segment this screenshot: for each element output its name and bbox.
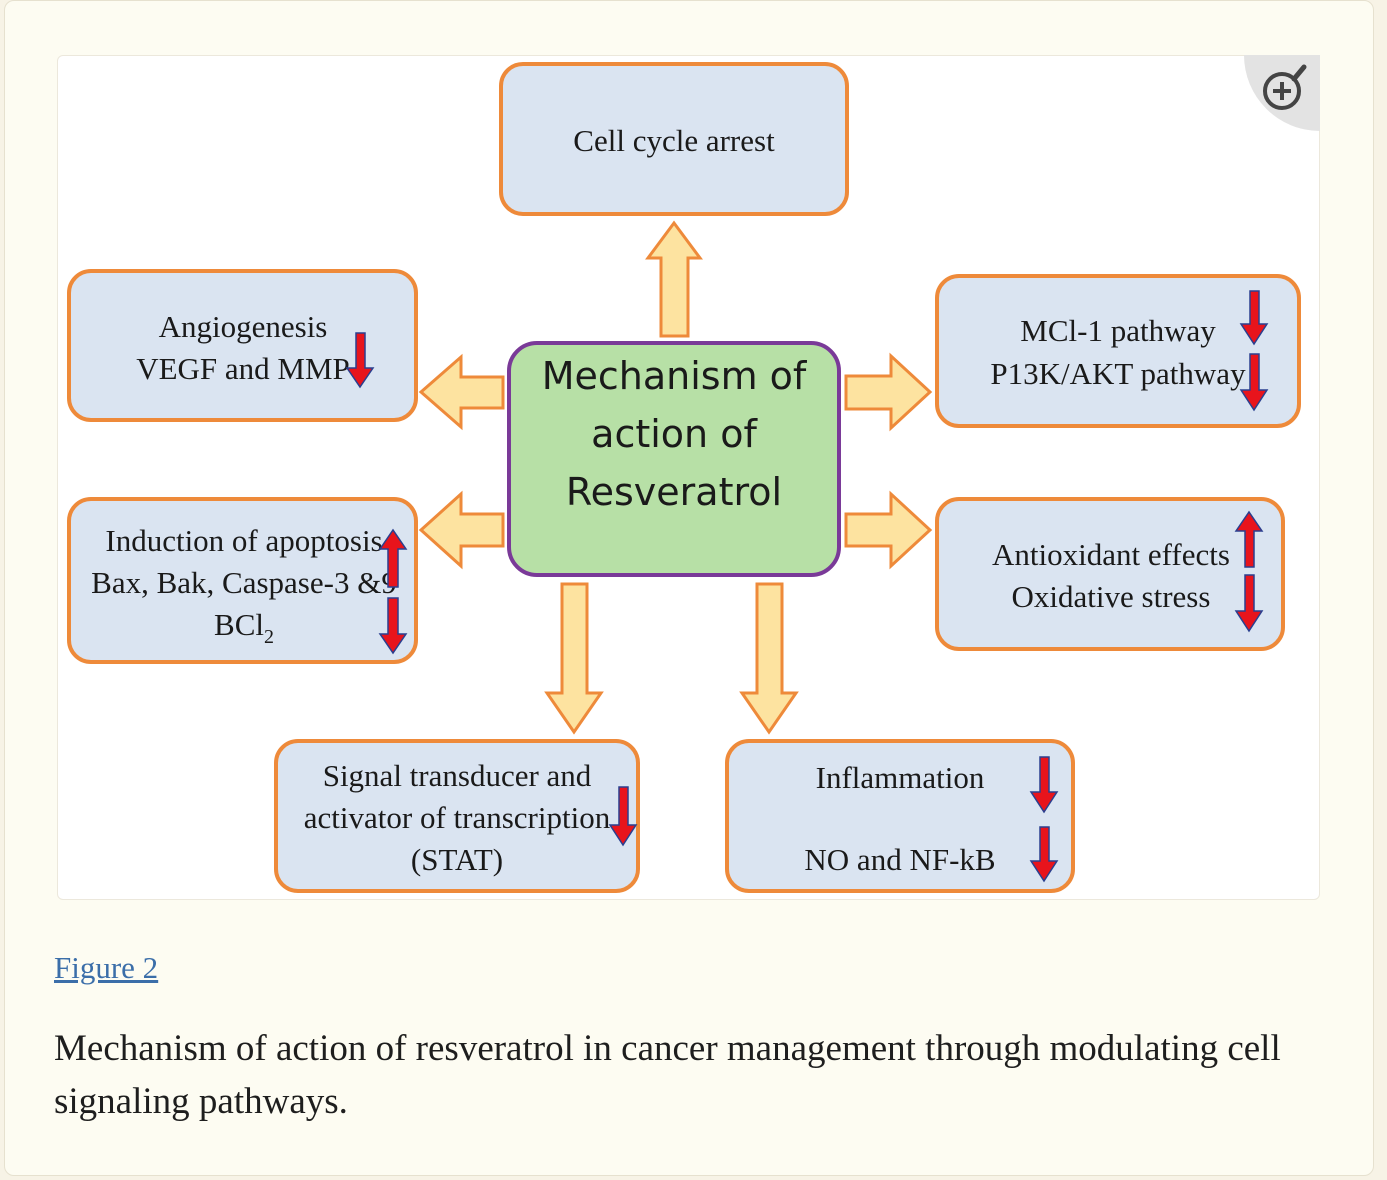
cell-cycle-box: [499, 62, 849, 216]
zoom-in-icon: [1263, 64, 1307, 110]
cell-cycle-label: Cell cycle arrest: [573, 123, 775, 158]
inflammation-box: [725, 739, 1075, 893]
down-arrow-icon: [345, 332, 375, 389]
apoptosis-line-2: Bax, Bak, Caspase-3 &9: [91, 565, 397, 600]
stat-line-1: Signal transducer and: [323, 758, 592, 793]
mcl-line-1: MCl-1 pathway: [1020, 313, 1216, 348]
arrow-down-right: [739, 582, 799, 735]
center-line-1: Mechanism of: [542, 354, 808, 398]
down-arrow-icon: [1234, 574, 1264, 633]
inflammation-line-1: Inflammation: [816, 760, 985, 795]
center-box: [507, 341, 841, 577]
apoptosis-line-3: BCl2: [214, 607, 274, 648]
arrow-right-upper: [844, 352, 933, 432]
bcl-text: BCl: [214, 607, 264, 642]
arrow-left-lower: [418, 490, 505, 570]
mcl-line-2: P13K/AKT pathway: [990, 356, 1246, 391]
down-arrow-icon: [608, 786, 638, 847]
bcl-subscript: 2: [264, 626, 274, 648]
figure-caption: Mechanism of action of resveratrol in ca…: [54, 1028, 1281, 1122]
antioxidant-line-2: Oxidative stress: [1012, 579, 1211, 614]
down-arrow-icon: [1029, 826, 1059, 883]
angiogenesis-line-1: Angiogenesis: [159, 309, 328, 344]
down-arrow-icon: [1239, 353, 1269, 412]
stat-line-3: (STAT): [411, 842, 503, 877]
center-line-2: action of: [591, 412, 758, 456]
up-arrow-icon: [378, 528, 408, 588]
arrow-right-lower: [844, 490, 933, 570]
inflammation-line-2: NO and NF-kB: [804, 842, 995, 877]
arrow-left-upper: [418, 353, 505, 431]
mechanism-diagram: Mechanism of action of Resveratrol Cell …: [67, 62, 1301, 893]
figure-link[interactable]: Figure 2: [54, 950, 159, 985]
arrow-down-left: [544, 582, 604, 735]
center-line-3: Resveratrol: [566, 470, 782, 514]
figure-panel: Mechanism of action of Resveratrol Cell …: [57, 55, 1320, 900]
up-arrow-icon: [1234, 510, 1264, 568]
down-arrow-icon: [1029, 756, 1059, 814]
antioxidant-box: [935, 497, 1285, 651]
angiogenesis-box: [67, 269, 418, 422]
down-arrow-icon: [378, 597, 408, 655]
down-arrow-icon: [1239, 290, 1269, 346]
mcl-pathway-box: [935, 274, 1301, 428]
arrow-up: [645, 220, 703, 338]
stat-box: [274, 739, 640, 893]
antioxidant-line-1: Antioxidant effects: [992, 537, 1230, 572]
apoptosis-line-1: Induction of apoptosis: [105, 523, 382, 558]
apoptosis-box: [67, 497, 418, 664]
angiogenesis-line-2: VEGF and MMP: [136, 351, 350, 386]
stat-line-2: activator of transcription: [304, 800, 611, 835]
